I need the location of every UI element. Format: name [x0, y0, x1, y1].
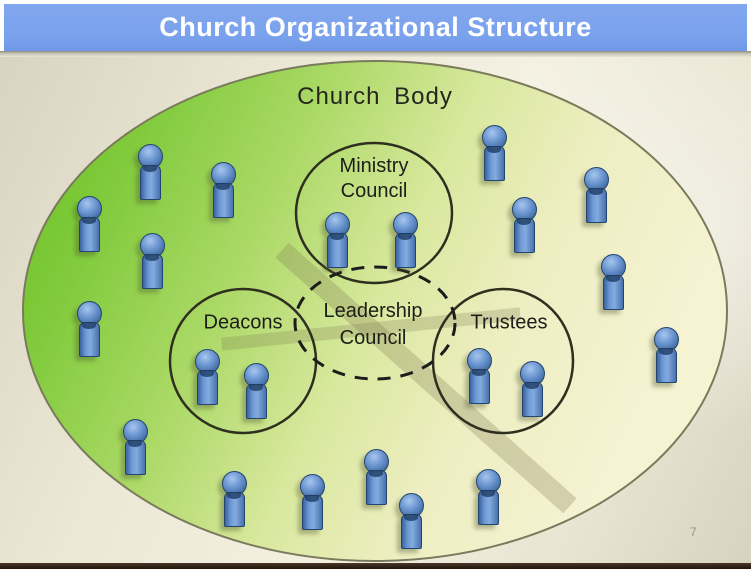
person-icon — [75, 301, 105, 358]
person-head — [482, 125, 507, 150]
person-icon — [391, 212, 421, 269]
person-torso — [213, 183, 234, 218]
leadership-council-dashed-ellipse — [293, 265, 457, 381]
person-icon — [362, 449, 392, 506]
ministry-council-label: Ministry Council — [340, 154, 409, 204]
diagram-shapes — [22, 60, 728, 562]
person-head — [77, 196, 102, 221]
person-torso — [603, 275, 624, 310]
trustees-circle — [431, 287, 575, 435]
person-torso — [366, 470, 387, 505]
person-torso — [79, 322, 100, 357]
person-torso — [140, 165, 161, 200]
person-torso — [224, 492, 245, 527]
church-body-ellipse — [22, 60, 728, 562]
person-head — [222, 471, 247, 496]
person-icon — [510, 197, 540, 254]
person-icon — [209, 162, 239, 219]
person-icon — [397, 493, 427, 550]
label-line: Leadership — [323, 300, 423, 322]
person-icon — [242, 363, 272, 420]
person-torso — [125, 440, 146, 475]
person-torso — [484, 146, 505, 181]
person-head — [138, 144, 163, 169]
label-line: Ministry — [339, 155, 409, 177]
person-icon — [465, 348, 495, 405]
label-line: Council — [340, 180, 408, 202]
person-torso — [302, 495, 323, 530]
person-icon — [136, 144, 166, 201]
person-torso — [401, 514, 422, 549]
person-head — [195, 349, 220, 374]
person-icon — [323, 212, 353, 269]
person-torso — [246, 384, 267, 419]
diagram-area: Church Body Ministry Council Deacons Lea… — [0, 57, 751, 563]
title-banner: Church Organizational Structure — [0, 0, 751, 51]
person-torso — [327, 233, 348, 268]
label-line: Deacons — [203, 311, 283, 334]
figures-layer — [0, 57, 751, 563]
person-torso — [522, 382, 543, 417]
person-torso — [142, 254, 163, 289]
leadership-council-label: Leadership Council — [324, 298, 423, 352]
person-torso — [478, 490, 499, 525]
person-icon — [121, 419, 151, 476]
slide-title: Church Organizational Structure — [159, 12, 592, 42]
person-head — [325, 212, 350, 237]
person-torso — [586, 188, 607, 223]
person-torso — [469, 369, 490, 404]
person-torso — [197, 370, 218, 405]
slide-number: 7 — [690, 525, 697, 539]
person-head — [512, 197, 537, 222]
person-icon — [138, 233, 168, 290]
person-torso — [395, 233, 416, 268]
person-head — [654, 327, 679, 352]
person-head — [140, 233, 165, 258]
person-head — [399, 493, 424, 518]
person-icon — [518, 361, 548, 418]
person-icon — [582, 167, 612, 224]
person-icon — [220, 471, 250, 528]
person-head — [393, 212, 418, 237]
cross-beam-long — [275, 242, 577, 514]
trustees-label: Trustees — [470, 311, 547, 336]
person-icon — [474, 469, 504, 526]
person-icon — [298, 474, 328, 531]
person-icon — [599, 254, 629, 311]
person-head — [211, 162, 236, 187]
person-head — [467, 348, 492, 373]
person-head — [123, 419, 148, 444]
ministry-council-circle — [294, 141, 454, 285]
person-icon — [193, 349, 223, 406]
label-line: Church Body — [297, 83, 453, 110]
header-divider — [0, 51, 751, 57]
label-line: Trustees — [470, 311, 548, 334]
person-torso — [79, 217, 100, 252]
person-head — [520, 361, 545, 386]
church-body-label: Church Body — [297, 83, 453, 111]
person-torso — [514, 218, 535, 253]
deacons-label: Deacons — [204, 311, 283, 336]
bottom-border — [0, 563, 751, 569]
person-torso — [656, 348, 677, 383]
label-line: Council — [339, 327, 407, 349]
person-icon — [75, 196, 105, 253]
person-icon — [480, 125, 510, 182]
person-icon — [652, 327, 682, 384]
